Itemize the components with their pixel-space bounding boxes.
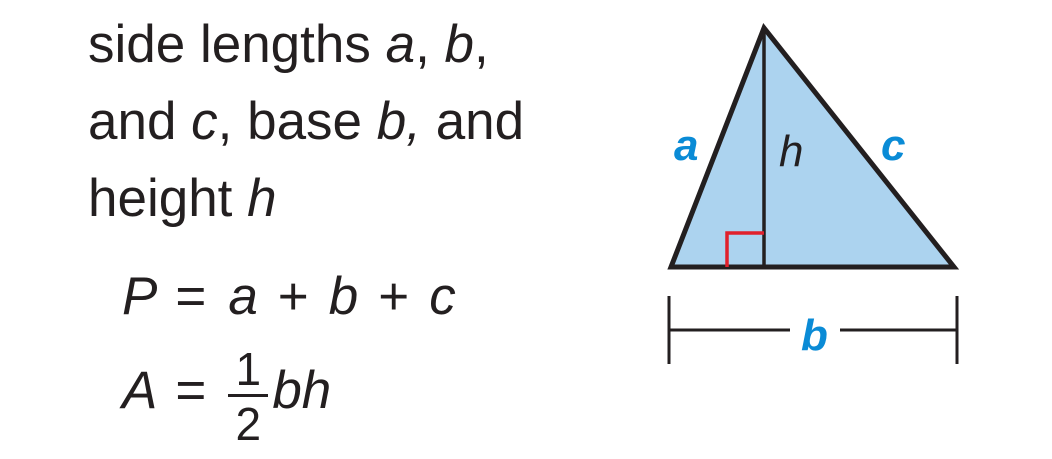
equals-sign: = — [175, 360, 207, 420]
var-bh: bh — [272, 360, 332, 420]
comma: , — [415, 15, 445, 74]
var-c: c — [191, 92, 218, 151]
label-c: c — [881, 121, 905, 170]
var-P: P — [122, 267, 158, 326]
var-h: h — [247, 169, 277, 228]
equals-sign: = — [175, 267, 207, 326]
description-text: side lengths a, b, and c, base b, and he… — [88, 6, 524, 237]
text-base: , base — [217, 92, 377, 151]
plus-sign: + — [277, 267, 309, 326]
fraction-numerator: 1 — [235, 343, 262, 395]
label-b: b — [801, 311, 828, 360]
text-and: and — [88, 92, 192, 151]
var-A: A — [122, 360, 158, 420]
text-height: height — [88, 169, 248, 228]
fraction-denominator: 2 — [235, 398, 262, 450]
fraction-bar — [228, 394, 269, 397]
var-a: a — [385, 15, 416, 74]
var-b: b — [444, 15, 475, 74]
area-formula: A = 1 2 bh — [122, 340, 332, 447]
fraction-one-half: 1 2 — [228, 343, 269, 450]
description-line-2: and c, base b, and — [88, 83, 524, 160]
text-side-lengths: side lengths — [88, 15, 386, 74]
text-and: and — [420, 92, 525, 151]
label-a: a — [674, 121, 698, 170]
var-b: b — [328, 267, 359, 326]
label-h: h — [779, 127, 803, 176]
description-line-1: side lengths a, b, — [88, 6, 524, 83]
right-angle-marker — [725, 231, 764, 267]
var-b: b, — [376, 92, 421, 151]
var-a: a — [228, 267, 258, 326]
perimeter-formula: P = a + b + c — [122, 262, 456, 332]
triangle-shape — [667, 23, 960, 270]
var-c: c — [429, 267, 456, 326]
description-line-3: height h — [88, 160, 524, 237]
plus-sign: + — [378, 267, 410, 326]
comma: , — [474, 15, 489, 74]
